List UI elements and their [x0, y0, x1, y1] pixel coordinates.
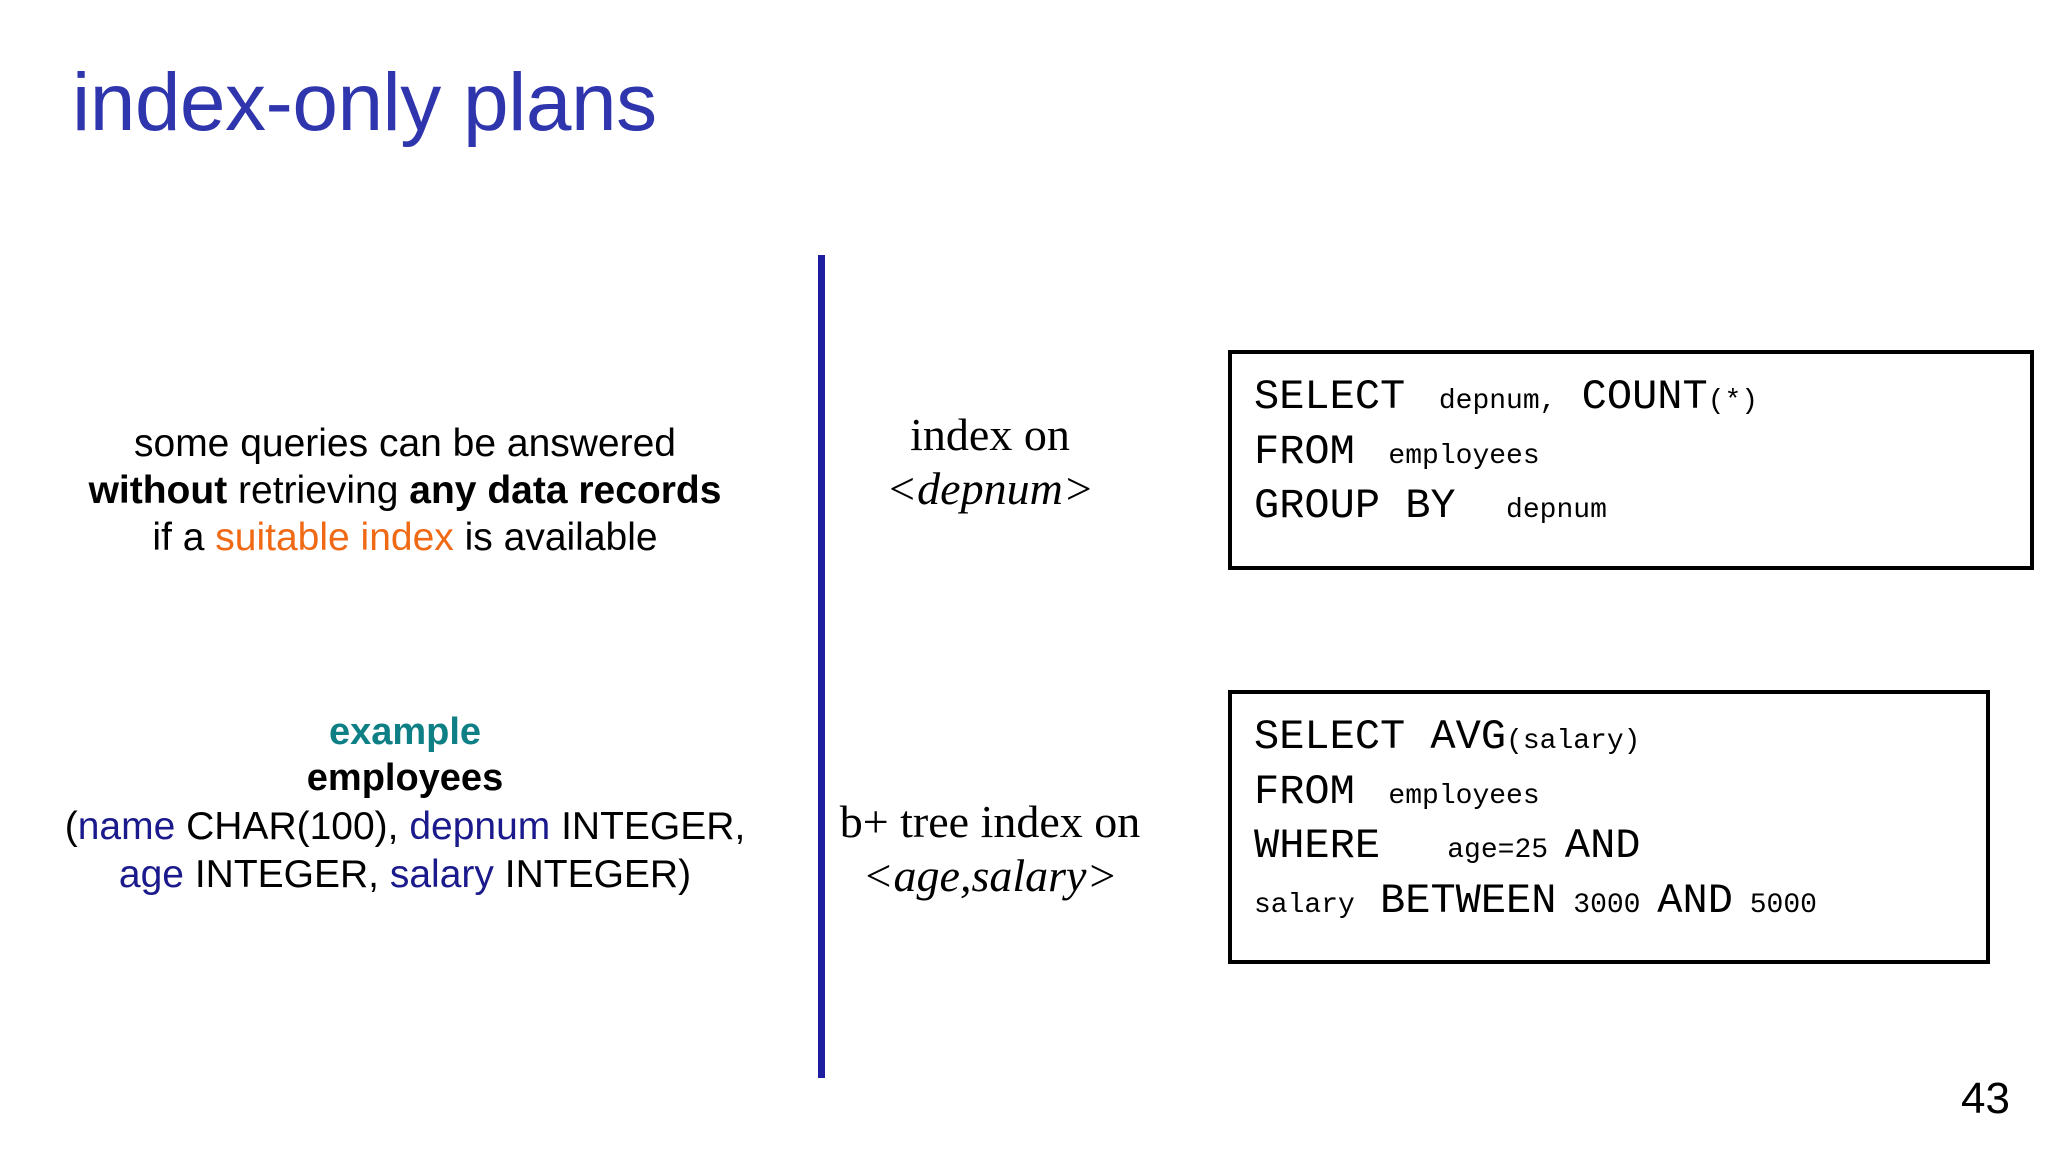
sql-keyword: FROM — [1254, 427, 1355, 476]
schema-column-salary: salary — [389, 853, 494, 897]
statement-line-3-pre: if a — [152, 516, 216, 560]
sql-identifier: depnum — [1455, 495, 1607, 527]
index-label-age-salary: b+ tree index on <age,salary> — [800, 795, 1180, 903]
sql-identifier: (salary) — [1506, 726, 1641, 757]
sql-keyword: WHERE — [1254, 822, 1381, 871]
sql-keyword: BETWEEN — [1354, 876, 1557, 925]
sql-identifier: salary — [1254, 889, 1355, 921]
page-title: index-only plans — [72, 57, 657, 148]
index-label-depnum: index on <depnum> — [830, 408, 1150, 516]
schema-type-age: INTEGER, — [184, 853, 390, 897]
index-label-depnum-text: index on — [910, 409, 1070, 460]
page-number: 43 — [1961, 1074, 2010, 1123]
statement-emphasis-without: without — [88, 469, 228, 513]
sql-line: FROM employees — [1254, 765, 1986, 820]
sql-keyword: GROUP BY — [1254, 482, 1456, 531]
schema-type-depnum: INTEGER, — [550, 805, 746, 849]
schema-line-2: age INTEGER, salary INTEGER) — [10, 851, 800, 899]
statement-line-3-post: is available — [453, 516, 658, 560]
left-column: some queries can be answered without ret… — [10, 420, 800, 896]
sql-line: SELECT depnum, COUNT(*) — [1254, 370, 2030, 425]
statement-line-1: some queries can be answered — [10, 420, 800, 467]
table-schema: (name CHAR(100), depnum INTEGER, age INT… — [10, 803, 800, 898]
sql-keyword: FROM — [1254, 767, 1355, 816]
sql-line: WHERE age=25 AND — [1254, 819, 1986, 874]
sql-line: GROUP BY depnum — [1254, 479, 2030, 534]
schema-column-name: name — [77, 805, 176, 849]
example-block: example employees (name CHAR(100), depnu… — [10, 710, 800, 899]
statement-line-2-mid: retrieving — [227, 469, 410, 513]
example-label: example — [328, 711, 482, 753]
sql-keyword: SELECT AVG — [1254, 713, 1507, 761]
sql-identifier: depnum, — [1405, 386, 1557, 417]
schema-type-name: CHAR(100), — [175, 805, 410, 849]
sql-identifier: employees — [1354, 780, 1540, 812]
sql-identifier: employees — [1354, 440, 1540, 472]
sql-keyword: COUNT — [1556, 373, 1708, 421]
index-label-age-salary-attrs: <age,salary> — [862, 849, 1118, 901]
schema-column-depnum: depnum — [409, 805, 551, 849]
vertical-divider — [818, 255, 825, 1078]
sql-keyword: SELECT — [1254, 373, 1406, 421]
sql-line: salary BETWEEN 3000 AND 5000 — [1254, 874, 1986, 929]
statement-emphasis-records: any data records — [409, 469, 722, 513]
statement-line-2: without retrieving any data records — [10, 467, 800, 514]
table-name: employees — [306, 757, 504, 800]
index-label-depnum-attrs: <depnum> — [886, 462, 1094, 514]
sql-line: FROM employees — [1254, 425, 2030, 480]
statement-highlight-suitable-index: suitable index — [215, 516, 454, 560]
schema-open-paren: ( — [64, 805, 78, 849]
statement-line-3: if a suitable index is available — [10, 514, 800, 561]
statement-line-1-text: some queries can be answered — [134, 422, 676, 465]
schema-line-1: (name CHAR(100), depnum INTEGER, — [10, 803, 800, 851]
sql-identifier: (*) — [1707, 386, 1759, 417]
sql-identifier: age=25 — [1380, 835, 1565, 867]
sql-identifier: 5000 — [1732, 889, 1817, 921]
sql-keyword: AND — [1657, 876, 1733, 925]
sql-keyword: AND — [1564, 822, 1641, 871]
schema-column-age: age — [118, 853, 184, 897]
sql-identifier: 3000 — [1556, 889, 1658, 921]
index-label-age-salary-text: b+ tree index on — [839, 796, 1141, 847]
schema-type-salary: INTEGER) — [493, 853, 692, 897]
sql-line: SELECT AVG(salary) — [1254, 710, 1986, 765]
statement-text: some queries can be answered without ret… — [10, 420, 800, 562]
